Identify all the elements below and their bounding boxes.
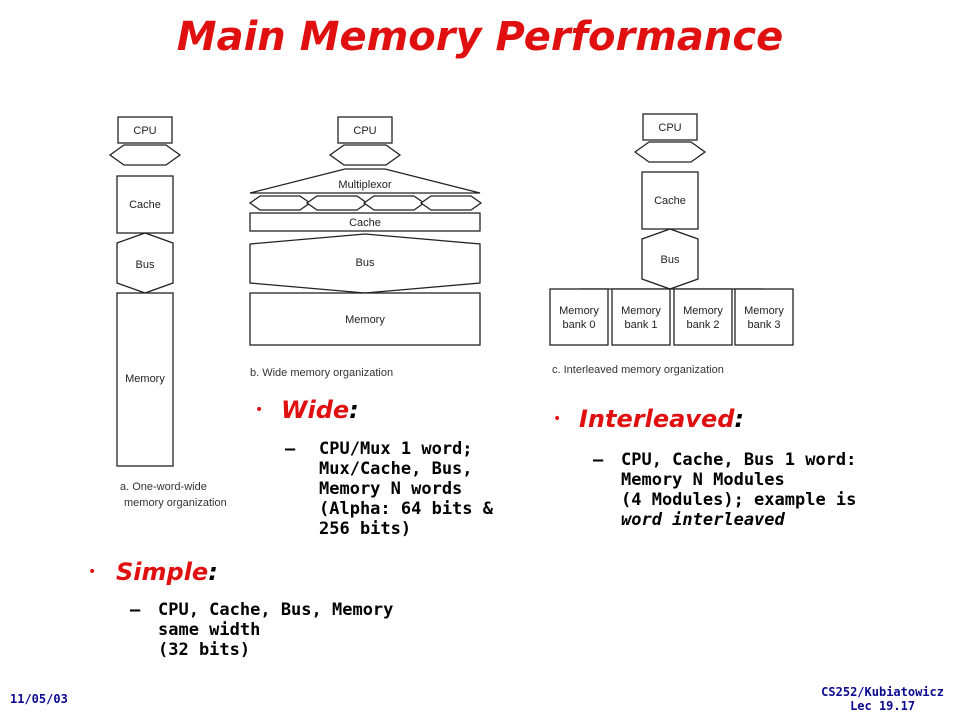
wide-line: (Alpha: 64 bits & — [319, 499, 493, 519]
interleaved-bullet: • — [553, 411, 562, 427]
c-bank-0 — [549, 288, 609, 346]
wide-detail: – CPU/Mux 1 word; Mux/Cache, Bus, Memory… — [285, 439, 545, 539]
b-cpu-label: CPU — [353, 125, 376, 137]
c-bank-3-line2: bank 3 — [747, 319, 780, 331]
c-bank-3-line1: Memory — [744, 305, 784, 317]
b-connector-w4 — [419, 195, 483, 211]
c-bank-1 — [611, 288, 671, 346]
a-memory-box — [116, 292, 174, 467]
interleaved-heading: Interleaved: — [579, 405, 745, 433]
a-cpu-label: CPU — [133, 125, 156, 137]
c-bank-3 — [734, 288, 794, 346]
a-memory-label: Memory — [125, 373, 165, 385]
b-connector-1 — [328, 144, 402, 166]
b-bus-label: Bus — [356, 257, 375, 269]
c-bank-0-line2: bank 0 — [562, 319, 595, 331]
footer-lecture: Lec 19.17 — [850, 699, 916, 713]
b-connector-w3 — [362, 195, 426, 211]
c-bus — [641, 228, 699, 290]
b-multiplexor-label: Multiplexor — [338, 179, 392, 191]
a-cpu-box — [117, 116, 173, 144]
c-bank-2-line1: Memory — [683, 305, 723, 317]
wide-heading: Wide: — [281, 396, 359, 424]
footer-course: CS252/Kubiatowicz — [821, 685, 944, 699]
c-bank-1-line1: Memory — [621, 305, 661, 317]
a-caption-line1: a. One-word-wide — [120, 481, 207, 493]
c-bank-2 — [673, 288, 733, 346]
a-bus — [116, 232, 174, 294]
interleaved-line: Memory N Modules — [621, 470, 785, 490]
interleaved-line: CPU, Cache, Bus 1 word: — [621, 450, 857, 470]
b-cache-box — [249, 212, 481, 232]
c-connector-1 — [633, 141, 707, 163]
diagram-wide: CPU Multiplexor Cache Bus Memory b. Wide… — [248, 116, 483, 379]
a-cache-box — [116, 175, 174, 234]
c-caption: c. Interleaved memory organization — [552, 364, 724, 376]
interleaved-line: (4 Modules); example is — [621, 490, 857, 510]
interleaved-detail: – CPU, Cache, Bus 1 word: Memory N Modul… — [593, 450, 953, 530]
wide-bullet: • — [255, 402, 264, 418]
b-bus — [249, 233, 481, 294]
b-cache-label: Cache — [349, 217, 381, 229]
b-memory-label: Memory — [345, 314, 385, 326]
a-bus-label: Bus — [136, 259, 155, 271]
simple-line: (32 bits) — [158, 640, 251, 660]
wide-line: Mux/Cache, Bus, — [319, 459, 473, 479]
simple-bullet: • — [88, 564, 97, 580]
wide-line: 256 bits) — [319, 519, 412, 539]
c-cache-label: Cache — [654, 195, 686, 207]
diagram-one-word-wide: CPU Cache Bus Memory a. One-word-wide me… — [108, 116, 227, 509]
wide-line: Memory N words — [319, 479, 463, 499]
simple-line: CPU, Cache, Bus, Memory — [158, 600, 394, 620]
c-bank-2-line2: bank 2 — [686, 319, 719, 331]
c-bank-0-line1: Memory — [559, 305, 599, 317]
b-caption: b. Wide memory organization — [250, 367, 393, 379]
a-cache-label: Cache — [129, 199, 161, 211]
c-bus-label: Bus — [661, 254, 680, 266]
diagram-interleaved: CPU Cache Bus Memory bank 0 Memory bank … — [549, 113, 794, 376]
slide-title: Main Memory Performance — [176, 14, 784, 60]
b-cpu-box — [337, 116, 393, 144]
c-cpu-label: CPU — [658, 122, 681, 134]
c-bank-1-line2: bank 1 — [624, 319, 657, 331]
a-connector-1 — [108, 144, 182, 166]
c-cpu-box — [642, 113, 698, 141]
interleaved-italic-line: word interleaved — [621, 510, 785, 530]
b-memory-box — [249, 292, 481, 346]
simple-detail: – CPU, Cache, Bus, Memory same width (32… — [130, 600, 508, 660]
c-cache-box — [641, 171, 699, 230]
b-connector-w2 — [305, 195, 369, 211]
b-connector-w1 — [248, 195, 312, 211]
footer-course-info: CS252/Kubiatowicz Lec 19.17 — [821, 685, 944, 713]
wide-line: CPU/Mux 1 word; — [319, 439, 473, 459]
footer-date: 11/05/03 — [10, 692, 68, 706]
a-caption-line2: memory organization — [124, 497, 227, 509]
simple-line: same width — [158, 620, 261, 640]
simple-heading: Simple: — [116, 558, 218, 586]
b-multiplexor — [249, 168, 481, 194]
